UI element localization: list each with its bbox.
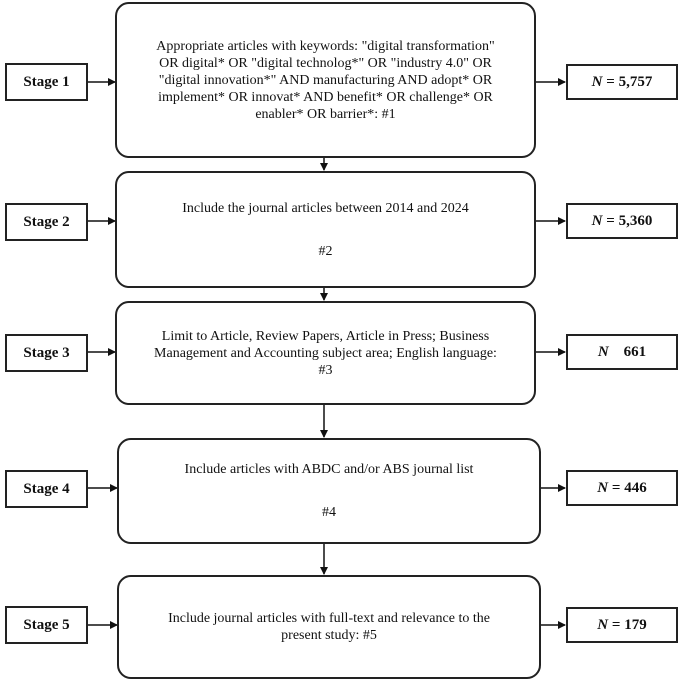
- stage-4-criteria-line: Include articles with ABDC and/or ABS jo…: [184, 462, 474, 477]
- stage-5-criteria-line: Include journal articles with full-text …: [168, 611, 490, 626]
- stage-5-criteria-box: Include journal articles with full-text …: [117, 575, 541, 679]
- stage-3-label: Stage 3: [23, 344, 70, 361]
- stage-1-box: Stage 1: [5, 63, 88, 101]
- stage-4-box: Stage 4: [5, 470, 88, 508]
- stage-2-count: = 5,360: [602, 212, 653, 229]
- stage-4-tag: #4: [322, 505, 336, 520]
- stage-3-criteria-line: Management and Accounting subject area; …: [154, 345, 497, 361]
- stage-5-box: Stage 5: [5, 606, 88, 644]
- stage-3-box: Stage 3: [5, 334, 88, 372]
- stage-1-criteria-box: Appropriate articles with keywords: "dig…: [115, 2, 536, 158]
- stage-1-criteria-line: implement* OR innovat* AND benefit* OR c…: [158, 89, 493, 105]
- stage-3-criteria-line: Limit to Article, Review Papers, Article…: [161, 328, 490, 344]
- stage-3-result-box: N 661: [566, 334, 678, 370]
- stage-5-count: = 179: [608, 616, 647, 633]
- stage-4-criteria-box: Include articles with ABDC and/or ABS jo…: [117, 438, 541, 544]
- stage-1-label: Stage 1: [23, 73, 70, 90]
- stage-1-criteria-line: Appropriate articles with keywords: "dig…: [156, 38, 495, 54]
- stage-2-box: Stage 2: [5, 203, 88, 241]
- stage-5-label: Stage 5: [23, 616, 70, 633]
- stage-1-count: = 5,757: [602, 73, 653, 90]
- n-symbol: N: [597, 343, 609, 360]
- stage-2-criteria-box: Include the journal articles between 201…: [115, 171, 536, 288]
- stage-4-label: Stage 4: [23, 480, 70, 497]
- stage-5-criteria-line: present study: #5: [281, 628, 377, 643]
- stage-2-criteria-line: Include the journal articles between 201…: [182, 200, 469, 216]
- stage-4-count: = 446: [608, 479, 647, 496]
- n-symbol: N: [591, 73, 603, 90]
- stage-1-result-box: N = 5,757: [566, 64, 678, 100]
- stage-3-criteria-line: #3: [318, 362, 333, 378]
- stage-3-count: 661: [608, 343, 647, 360]
- stage-2-label: Stage 2: [23, 213, 70, 230]
- stage-3-criteria-box: Limit to Article, Review Papers, Article…: [115, 301, 536, 405]
- stage-1-criteria-line: "digital innovation*" AND manufacturing …: [158, 72, 493, 88]
- stage-1-criteria-line: OR digital* OR "digital technolog*" OR "…: [159, 55, 492, 71]
- stage-4-result-box: N = 446: [566, 470, 678, 506]
- stage-2-result-box: N = 5,360: [566, 203, 678, 239]
- n-symbol: N: [597, 616, 609, 633]
- n-symbol: N: [597, 479, 609, 496]
- stage-1-criteria-line: enabler* OR barrier*: #1: [255, 106, 396, 122]
- stage-5-result-box: N = 179: [566, 607, 678, 643]
- stage-2-tag: #2: [318, 243, 333, 259]
- n-symbol: N: [591, 212, 603, 229]
